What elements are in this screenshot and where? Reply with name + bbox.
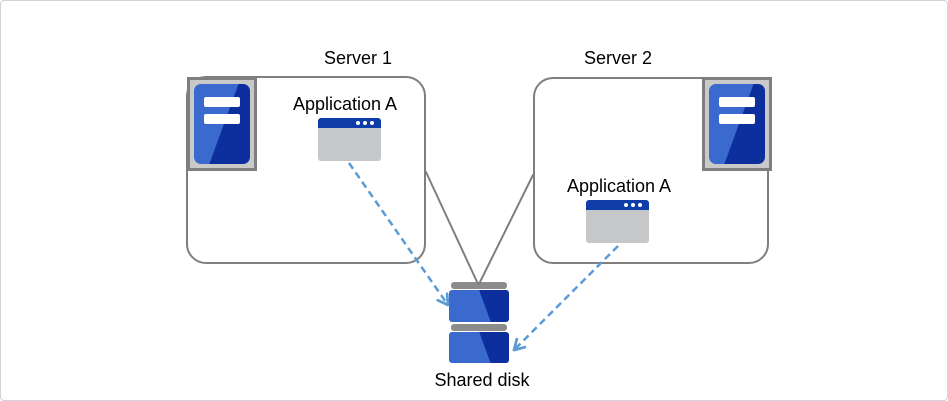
window-dot-icon — [624, 203, 628, 207]
server-slot-icon — [719, 114, 755, 124]
window-dot-icon — [638, 203, 642, 207]
disk-cap-icon — [451, 324, 507, 331]
window-body — [586, 210, 649, 243]
server1-disk-connector — [425, 171, 479, 285]
window-dot-icon — [631, 203, 635, 207]
server1-server-icon — [187, 77, 257, 171]
window-dot-icon — [356, 121, 360, 125]
application-window-icon-1 — [318, 118, 381, 161]
window-body — [318, 128, 381, 161]
shared-disk-icon — [449, 282, 509, 363]
window-titlebar — [586, 200, 649, 210]
application-a-2-label: Application A — [566, 176, 672, 196]
window-controls-dots — [356, 121, 374, 125]
window-dot-icon — [370, 121, 374, 125]
disk-block-icon — [449, 290, 509, 322]
server2-disk-connector — [478, 174, 534, 285]
server-slot-icon — [719, 97, 755, 107]
server-slot-icon — [204, 114, 240, 124]
disk-block-icon — [449, 332, 509, 363]
shared-disk-label: Shared disk — [434, 370, 530, 390]
application-window-icon-2 — [586, 200, 649, 243]
server2-server-icon — [702, 77, 772, 171]
server-tower-icon — [194, 84, 250, 164]
server-slot-icon — [204, 97, 240, 107]
server1-label: Server 1 — [323, 48, 393, 68]
disk-cap-icon — [451, 282, 507, 289]
window-titlebar — [318, 118, 381, 128]
window-controls-dots — [624, 203, 642, 207]
window-dot-icon — [363, 121, 367, 125]
server2-label: Server 2 — [583, 48, 653, 68]
application-a-1-label: Application A — [292, 94, 398, 114]
server-tower-icon — [709, 84, 765, 164]
